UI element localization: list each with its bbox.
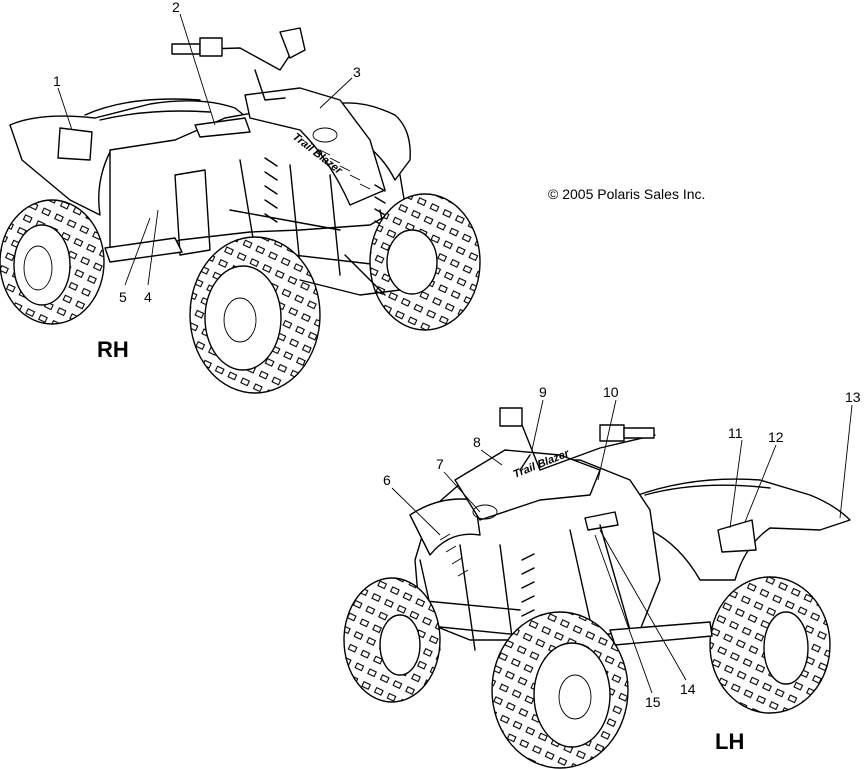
- callout-8: 8: [473, 434, 481, 450]
- lh-view-label: LH: [715, 729, 744, 754]
- callout-7: 7: [436, 456, 444, 472]
- lh-handlebars: [499, 407, 656, 471]
- lh-callout-leaders: [391, 399, 853, 694]
- callout-10: 10: [603, 384, 619, 400]
- rh-far-front-wheel: [369, 193, 481, 331]
- callout-12: 12: [768, 429, 784, 445]
- callout-15: 15: [645, 694, 661, 710]
- atv-lh-view: Trail Blazer: [343, 407, 851, 769]
- callout-11: 11: [728, 425, 743, 441]
- lh-far-front-wheel: [343, 577, 441, 703]
- callout-14: 14: [680, 681, 696, 697]
- copyright-notice: © 2005 Polaris Sales Inc.: [548, 186, 705, 202]
- callout-5: 5: [119, 289, 127, 305]
- rh-callout-leaders: [57, 13, 353, 286]
- lh-rear-wheel: [709, 576, 831, 714]
- atv-rh-view: Trail Blazer: [0, 27, 481, 394]
- callout-13: 13: [845, 389, 861, 405]
- callout-9: 9: [539, 384, 547, 400]
- rh-front-wheel: [189, 236, 321, 394]
- rh-handlebars: [171, 27, 306, 101]
- rh-view-label: RH: [97, 337, 129, 362]
- lh-front-wheel: [491, 611, 629, 769]
- callout-1: 1: [53, 73, 61, 89]
- callout-4: 4: [144, 289, 152, 305]
- callout-2: 2: [172, 0, 180, 15]
- callout-6: 6: [383, 472, 391, 488]
- callout-3: 3: [353, 64, 361, 80]
- rh-rear-wheel: [0, 199, 105, 325]
